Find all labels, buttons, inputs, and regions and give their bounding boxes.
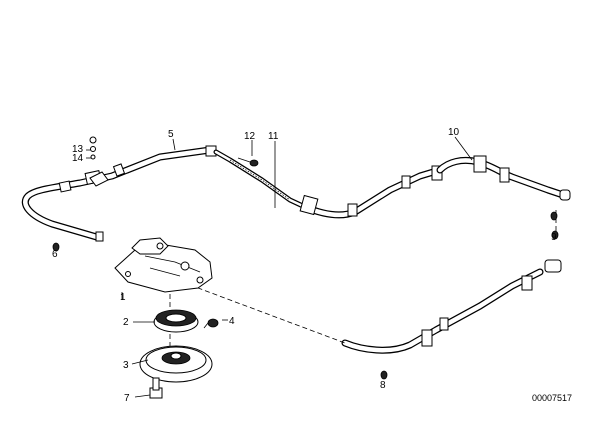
callout-2: 2 bbox=[123, 317, 129, 328]
callout-13: 13 bbox=[72, 144, 84, 155]
leader-lines bbox=[86, 136, 473, 398]
fastener-8-right bbox=[550, 211, 558, 221]
callout-12: 12 bbox=[244, 131, 256, 142]
callout-4: 4 bbox=[229, 316, 235, 327]
drive-disc bbox=[139, 345, 213, 383]
callout-11: 11 bbox=[268, 131, 279, 142]
drive-cable-11 bbox=[213, 149, 308, 210]
drive-housing bbox=[114, 237, 213, 293]
fastener-8-left bbox=[380, 370, 388, 380]
bolt-7 bbox=[149, 377, 163, 399]
fastener-9 bbox=[551, 230, 559, 240]
fastener-6 bbox=[52, 242, 60, 252]
document-number: 00007517 bbox=[532, 393, 572, 403]
guide-tube-lower-right bbox=[341, 259, 562, 354]
callout-14: 14 bbox=[72, 153, 84, 164]
callout-3: 3 bbox=[123, 360, 129, 371]
clip-13-14 bbox=[89, 136, 109, 187]
callout-7: 7 bbox=[124, 393, 130, 404]
callout-labels: 1 2 3 4 5 6 7 8 9 10 11 12 13 14 bbox=[52, 127, 557, 404]
callout-8: 8 bbox=[380, 380, 386, 391]
alignment-line-lower bbox=[189, 284, 346, 344]
guide-tube-middle bbox=[299, 165, 444, 219]
callout-5: 5 bbox=[168, 129, 174, 140]
guide-tube-right bbox=[436, 155, 571, 201]
drive-gear bbox=[153, 309, 199, 333]
guide-tube-left bbox=[21, 145, 217, 242]
screw-4 bbox=[203, 318, 219, 329]
callout-6: 6 bbox=[52, 249, 58, 260]
callout-10: 10 bbox=[448, 127, 460, 138]
screw-12 bbox=[237, 157, 259, 167]
callout-1: 1 bbox=[120, 292, 126, 303]
callout-9: 9 bbox=[551, 232, 557, 243]
